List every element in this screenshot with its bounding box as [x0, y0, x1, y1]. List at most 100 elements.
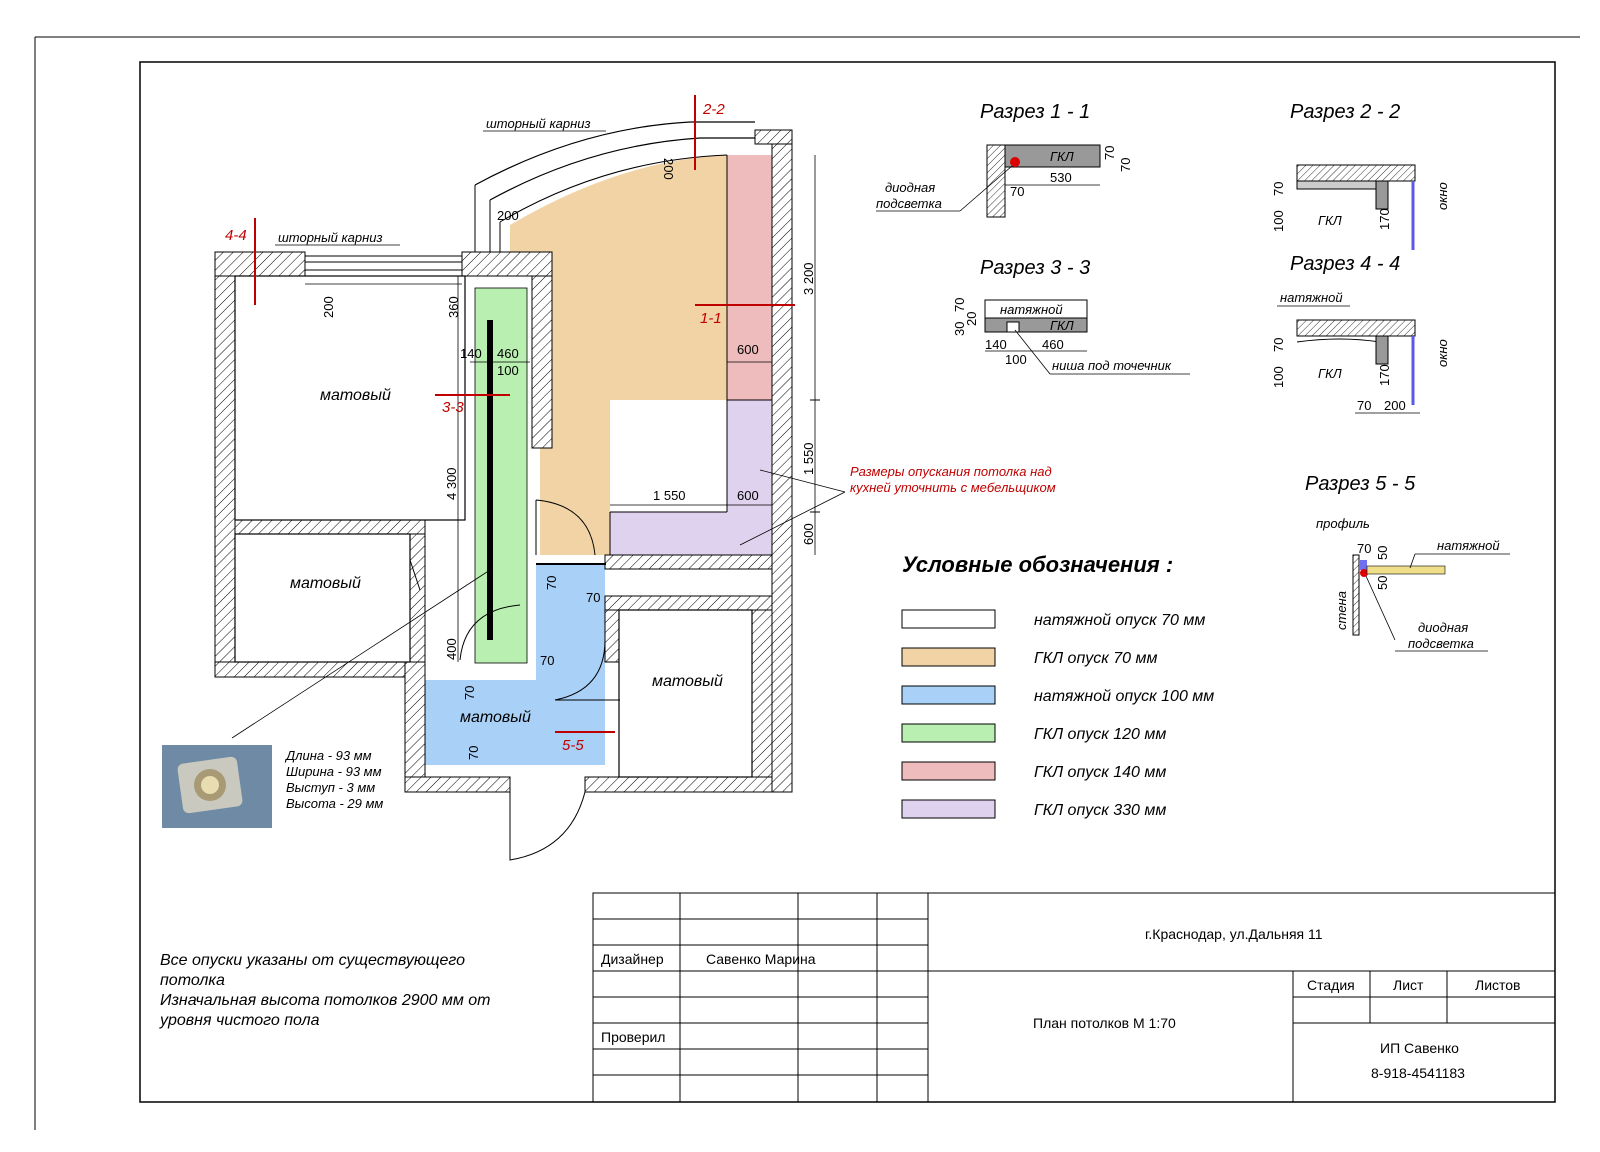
dim-3200: 3 200: [801, 262, 816, 295]
tb-designer-name: Савенко Марина: [706, 951, 816, 967]
section-1-1-d70b: 70: [1118, 158, 1133, 172]
section-3-3-d100: 100: [1005, 352, 1027, 367]
legend-label: натяжной опуск 100 мм: [1034, 688, 1214, 705]
section-5-5: Разрез 5 - 5 профиль натяжной стена 70 5…: [1305, 473, 1510, 652]
section-4-4-d170: 170: [1377, 364, 1392, 386]
legend-swatch: [901, 609, 996, 629]
room-label-matte-1: матовый: [320, 387, 391, 404]
legend: Условные обозначения : натяжной опуск 70…: [901, 552, 1214, 819]
section-1-1-d70c: 70: [1010, 184, 1024, 199]
section-4-4: Разрез 4 - 4 натяжной ГКЛ 100 70 170 70 …: [1271, 253, 1450, 414]
legend-swatch: [901, 761, 996, 781]
spot-height: Высота - 29 мм: [286, 796, 383, 811]
tb-phone: 8-918-4541183: [1371, 1065, 1465, 1081]
section-4-4-d100: 100: [1271, 366, 1286, 388]
section-5-5-profile: профиль: [1316, 516, 1370, 531]
section-5-5-title: Разрез 5 - 5: [1305, 473, 1416, 495]
legend-label: ГКЛ опуск 70 мм: [1034, 650, 1157, 667]
dim-600-b: 600: [737, 488, 759, 503]
section-3-3-d30: 30: [952, 322, 967, 336]
section-4-4-stretch: натяжной: [1280, 290, 1343, 305]
title-block: [592, 892, 1556, 1103]
legend-items: натяжной опуск 70 мм ГКЛ опуск 70 мм натяж…: [901, 609, 1214, 819]
section-2-2-window: окно: [1435, 182, 1450, 210]
zone-gkl-70: [510, 155, 727, 555]
zone-gkl-120: [475, 288, 527, 663]
cut-label-3-3: 3-3: [442, 399, 464, 416]
tb-plan-name: План потолков М 1:70: [1033, 1015, 1176, 1031]
dim-1550-h: 1 550: [653, 488, 686, 503]
section-1-1: Разрез 1 - 1 ГКЛ 70 530 70 70 диодная по…: [876, 101, 1133, 218]
legend-swatch: [901, 685, 996, 705]
dim-70-d: 70: [462, 686, 477, 700]
cut-label-5-5: 5-5: [562, 737, 584, 754]
spot-width: Ширина - 93 мм: [286, 764, 382, 779]
section-3-3-d140: 140: [985, 337, 1007, 352]
section-5-5-stretch: натяжной: [1437, 538, 1500, 553]
room-label-matte-2: матовый: [290, 575, 361, 592]
section-1-1-title: Разрез 1 - 1: [980, 101, 1090, 123]
legend-label: натяжной опуск 70 мм: [1034, 612, 1205, 629]
tb-checked-label: Проверил: [601, 1029, 665, 1045]
section-4-4-d200: 200: [1384, 398, 1406, 413]
section-4-4-d70b: 70: [1357, 398, 1371, 413]
legend-label: ГКЛ опуск 140 мм: [1034, 764, 1166, 781]
cut-label-2-2: 2-2: [702, 101, 725, 118]
section-4-4-title: Разрез 4 - 4: [1290, 253, 1400, 275]
note-line3: Изначальная высота потолков 2900 мм от: [160, 992, 490, 1009]
section-5-5-diode1: диодная: [1418, 620, 1468, 635]
section-5-5-diode2: подсветка: [1408, 636, 1474, 651]
dim-200-top: 200: [661, 158, 676, 180]
room-label-matte-3: матовый: [460, 709, 531, 726]
section-3-3-gkl: ГКЛ: [1050, 318, 1074, 333]
note-line4: уровня чистого пола: [159, 1012, 320, 1029]
zone-gkl-140: [727, 155, 772, 400]
section-1-1-d70a: 70: [1102, 146, 1117, 160]
section-3-3-d460: 460: [1042, 337, 1064, 352]
dim-600-v: 600: [801, 523, 816, 545]
tb-stage: Стадия: [1307, 977, 1355, 993]
dim-360: 360: [446, 296, 461, 318]
section-4-4-d70: 70: [1271, 338, 1286, 352]
dim-4300: 4 300: [444, 467, 459, 500]
section-2-2-d70: 70: [1271, 182, 1286, 196]
tb-address: г.Краснодар, ул.Дальняя 11: [1145, 926, 1323, 942]
tb-sheet: Лист: [1393, 977, 1424, 993]
section-5-5-d70: 70: [1357, 541, 1371, 556]
cut-label-1-1: 1-1: [700, 310, 722, 327]
dim-100: 100: [497, 363, 519, 378]
floor-plan: шторный карниз шторный карниз матовый ма…: [214, 95, 1056, 861]
dim-200-left: 200: [321, 296, 336, 318]
section-3-3-title: Разрез 3 - 3: [980, 257, 1090, 279]
dim-1550-v: 1 550: [801, 442, 816, 475]
zone-gkl-330: [610, 400, 772, 555]
tb-designer-label: Дизайнер: [601, 951, 664, 967]
note-line2: потолка: [160, 972, 225, 989]
section-1-1-diode2: подсветка: [876, 196, 942, 211]
legend-title: Условные обозначения :: [902, 552, 1173, 577]
section-3-3-niche: ниша под точечник: [1052, 358, 1172, 373]
tb-sheets: Листов: [1475, 977, 1521, 993]
dim-400: 400: [444, 638, 459, 660]
dim-200-curve: 200: [497, 208, 519, 223]
section-3-3-stretch: натяжной: [1000, 302, 1063, 317]
section-3-3-d20: 20: [964, 312, 979, 326]
section-2-2-title: Разрез 2 - 2: [1290, 101, 1400, 123]
kitchen-note-line2: кухней уточнить с мебельщиком: [850, 480, 1056, 495]
section-3-3-d70: 70: [952, 298, 967, 312]
spot-protrusion: Выступ - 3 мм: [286, 780, 375, 795]
dim-140: 140: [460, 346, 482, 361]
legend-swatch: [901, 723, 996, 743]
legend-swatch: [901, 799, 996, 819]
section-4-4-window: окно: [1435, 339, 1450, 367]
dim-460: 460: [497, 346, 519, 361]
tb-company: ИП Савенко: [1380, 1040, 1459, 1056]
section-1-1-d530: 530: [1050, 170, 1072, 185]
section-1-1-gkl: ГКЛ: [1050, 149, 1074, 164]
section-4-4-gkl: ГКЛ: [1318, 366, 1342, 381]
kitchen-note-line1: Размеры опускания потолка над: [850, 464, 1052, 479]
spotlight-image: [162, 745, 272, 828]
label-curtain-rod-left: шторный карниз: [278, 230, 383, 245]
section-1-1-diode1: диодная: [885, 180, 935, 195]
